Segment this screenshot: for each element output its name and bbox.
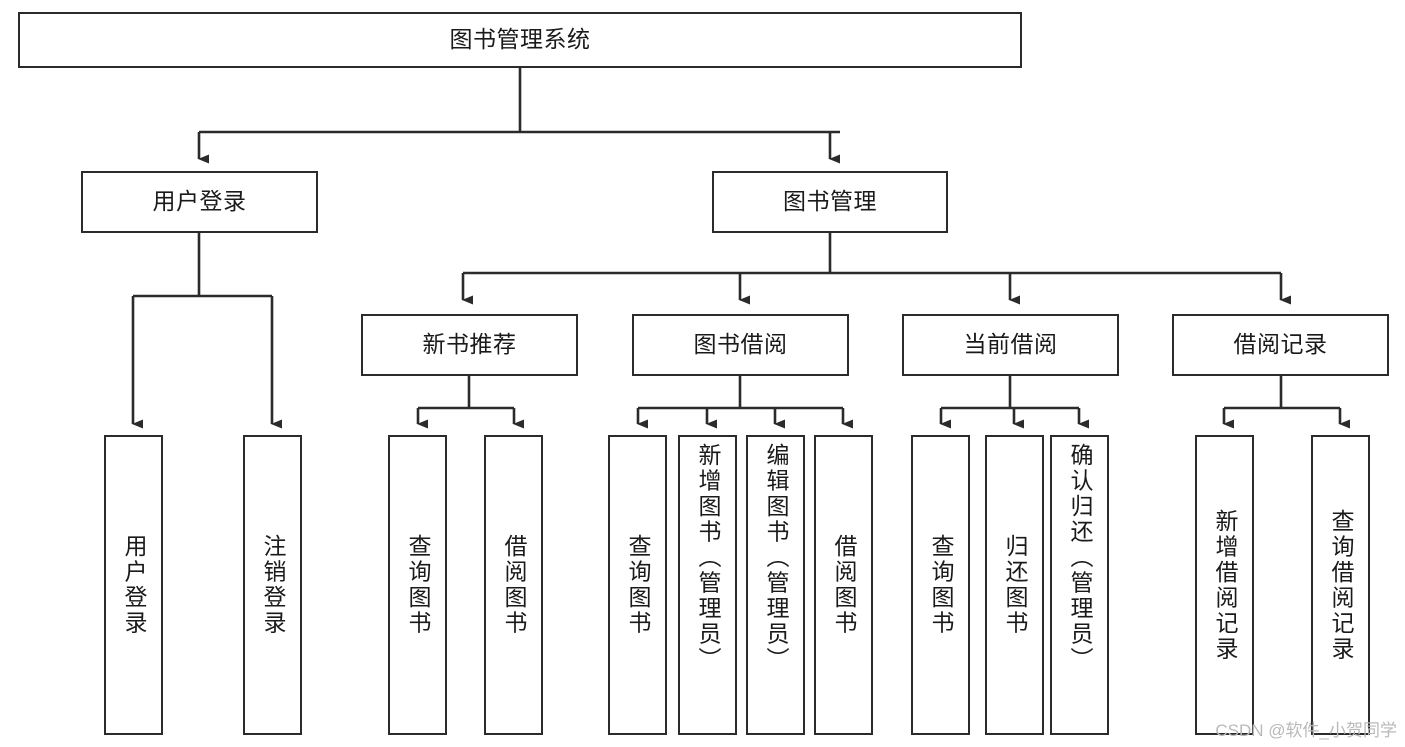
node-root[interactable]: 图书管理系统 <box>18 12 1022 68</box>
node-new-book-recommend-label: 新书推荐 <box>422 331 517 358</box>
node-new-book-recommend[interactable]: 新书推荐 <box>361 314 578 376</box>
node-leaf-return-book-label: 归还图书 <box>1002 534 1028 636</box>
node-leaf-return-book[interactable]: 归还图书 <box>985 435 1044 735</box>
node-current-borrow-label: 当前借阅 <box>963 331 1058 358</box>
node-leaf-borrow-book-2[interactable]: 借阅图书 <box>814 435 873 735</box>
node-leaf-query-book-1-label: 查询图书 <box>405 534 431 636</box>
node-borrow-record[interactable]: 借阅记录 <box>1172 314 1389 376</box>
node-borrow-record-label: 借阅记录 <box>1233 331 1328 358</box>
node-root-label: 图书管理系统 <box>449 26 591 53</box>
node-book-borrow-label: 图书借阅 <box>693 331 788 358</box>
node-leaf-add-record-label: 新增借阅记录 <box>1212 508 1238 662</box>
node-book-management[interactable]: 图书管理 <box>712 171 948 233</box>
node-leaf-logout-login[interactable]: 注销登录 <box>243 435 302 735</box>
node-leaf-query-record-label: 查询借阅记录 <box>1328 508 1354 662</box>
node-user-login-label: 用户登录 <box>152 188 247 215</box>
watermark: CSDN @软件_小贺同学 <box>1215 721 1397 740</box>
node-leaf-add-record[interactable]: 新增借阅记录 <box>1195 435 1254 735</box>
node-leaf-borrow-book-1[interactable]: 借阅图书 <box>484 435 543 735</box>
node-leaf-confirm-return-label: 确认归还（管理员） <box>1067 443 1093 673</box>
node-current-borrow[interactable]: 当前借阅 <box>902 314 1119 376</box>
node-leaf-query-book-3-label: 查询图书 <box>928 534 954 636</box>
node-leaf-borrow-book-2-label: 借阅图书 <box>831 534 857 636</box>
node-book-management-label: 图书管理 <box>783 188 877 215</box>
node-leaf-user-login-label: 用户登录 <box>121 534 147 636</box>
node-leaf-user-login[interactable]: 用户登录 <box>104 435 163 735</box>
node-leaf-edit-book-label: 编辑图书（管理员） <box>763 443 789 673</box>
node-book-borrow[interactable]: 图书借阅 <box>632 314 849 376</box>
node-leaf-query-book-3[interactable]: 查询图书 <box>911 435 970 735</box>
node-leaf-add-book-label: 新增图书（管理员） <box>695 443 721 673</box>
node-leaf-logout-login-label: 注销登录 <box>260 534 286 636</box>
node-leaf-query-book-1[interactable]: 查询图书 <box>388 435 447 735</box>
node-leaf-query-book-2-label: 查询图书 <box>625 534 651 636</box>
node-leaf-query-book-2[interactable]: 查询图书 <box>608 435 667 735</box>
node-leaf-query-record[interactable]: 查询借阅记录 <box>1311 435 1370 735</box>
node-leaf-add-book[interactable]: 新增图书（管理员） <box>678 435 737 735</box>
node-leaf-confirm-return[interactable]: 确认归还（管理员） <box>1050 435 1109 735</box>
node-leaf-borrow-book-1-label: 借阅图书 <box>501 534 527 636</box>
node-user-login[interactable]: 用户登录 <box>81 171 318 233</box>
node-leaf-edit-book[interactable]: 编辑图书（管理员） <box>746 435 805 735</box>
